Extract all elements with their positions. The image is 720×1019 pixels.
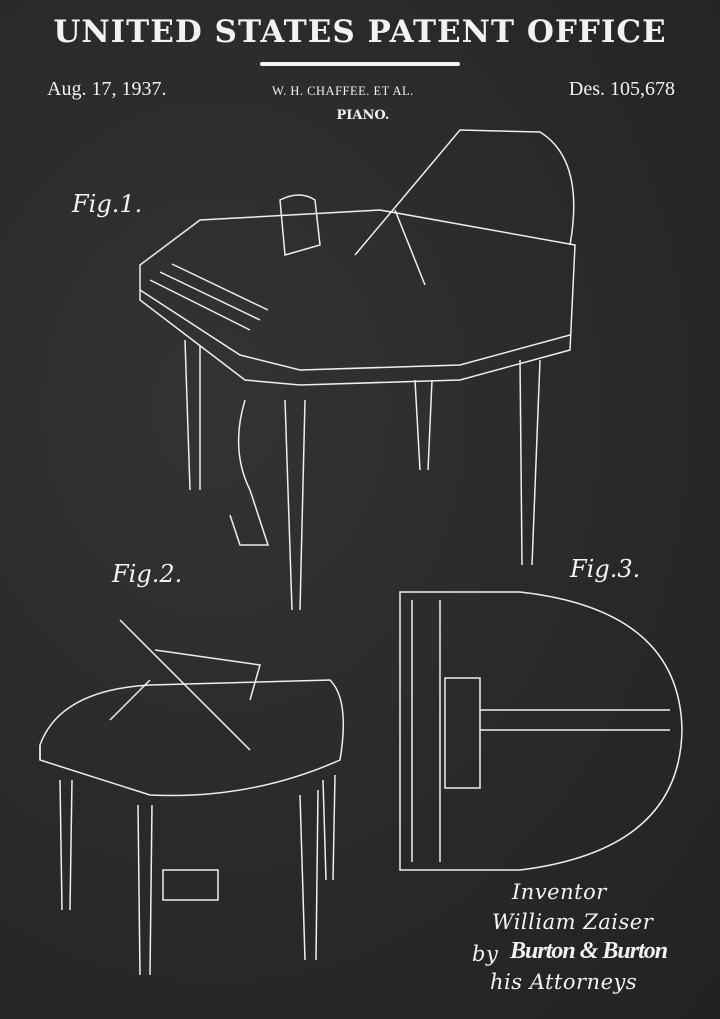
fig3-label: Fig.3.: [570, 555, 641, 583]
fig1-grand-piano: [139, 129, 576, 611]
attorneys-label: his Attorneys: [490, 970, 638, 994]
page-title: UNITED STATES PATENT OFFICE: [53, 14, 667, 50]
fig2-label: Fig.2.: [112, 560, 183, 588]
inventor-label: Inventor: [512, 880, 607, 904]
patent-date: Aug. 17, 1937.: [47, 78, 167, 100]
patent-subject: PIANO.: [336, 108, 390, 123]
attorney-signature: Burton & Burton: [510, 938, 668, 964]
by-label: by: [472, 942, 499, 966]
fig1-label: Fig.1.: [72, 190, 143, 218]
inventor-name: William Zaiser: [492, 910, 654, 934]
fig3-top-view: [399, 591, 683, 871]
fig2-grand-piano-rear: [39, 619, 345, 976]
title-underline: [260, 62, 460, 66]
inventor-line: W. H. CHAFFEE. ET AL.: [272, 84, 414, 98]
patent-number: Des. 105,678: [568, 78, 675, 100]
